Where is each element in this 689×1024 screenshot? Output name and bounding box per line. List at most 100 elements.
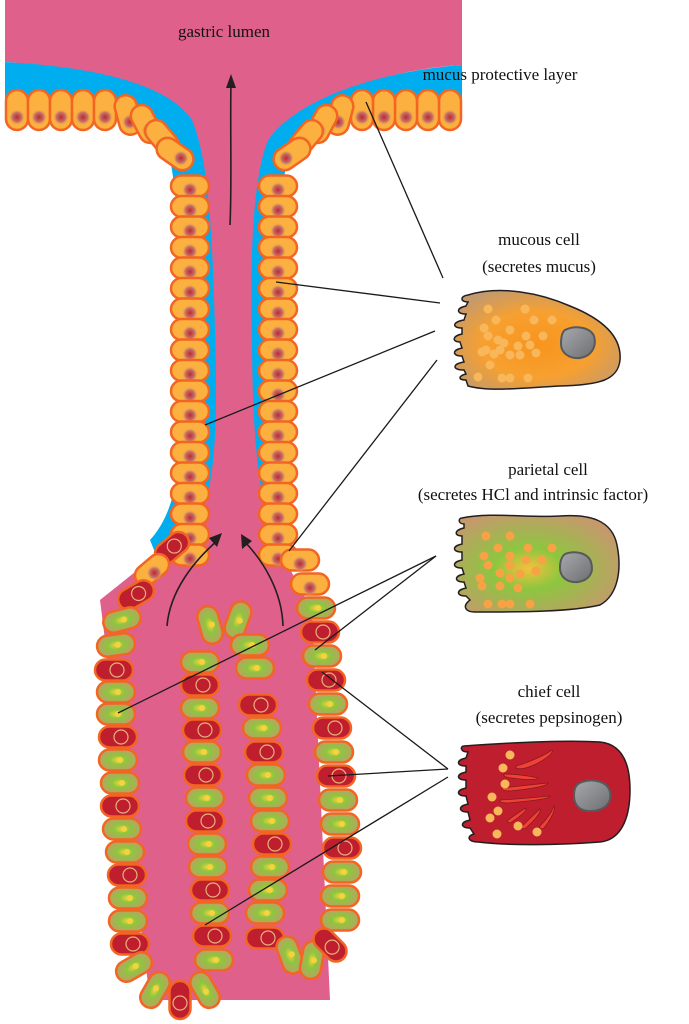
nucleus-dot — [270, 181, 286, 198]
chief-cell — [93, 658, 135, 682]
granule — [479, 323, 489, 333]
nucleus-dot — [9, 109, 25, 126]
nucleus-outline — [197, 722, 213, 738]
parietal-cell — [245, 763, 287, 787]
nucleus-outline — [125, 936, 141, 952]
granule — [493, 543, 503, 553]
nucleus-dot — [376, 109, 392, 126]
nucleus-dot — [121, 826, 127, 832]
mucous-cell — [393, 88, 419, 132]
granule — [525, 340, 535, 350]
mucous-cell — [415, 88, 441, 132]
nucleus-dot — [182, 325, 198, 342]
granule — [483, 331, 493, 341]
granule — [505, 599, 515, 609]
chief-cell — [181, 718, 223, 742]
nucleus-dot — [337, 797, 343, 803]
parietal-cell — [181, 740, 223, 764]
nucleus-outline — [122, 867, 138, 883]
nucleus-dot — [270, 304, 286, 321]
chief-cell — [299, 620, 341, 644]
nucleus-dot — [270, 222, 286, 239]
parietal-cell-callout: parietal cell (secretes HCl and intrinsi… — [418, 460, 648, 613]
chief-cell — [311, 716, 353, 740]
nucleus-dot — [31, 109, 47, 126]
granule — [473, 372, 483, 382]
parietal-cell — [275, 935, 305, 975]
arrowhead-icon — [209, 533, 222, 547]
nucleus-dot — [75, 109, 91, 126]
mucous-cell — [169, 276, 211, 301]
nucleus-dot — [302, 579, 318, 596]
nucleus-dot — [203, 988, 209, 995]
nucleus-dot — [265, 772, 271, 778]
nucleus-dot — [270, 407, 286, 424]
leader-mucus-layer — [365, 101, 444, 279]
nucleus-outline — [260, 930, 276, 946]
parietal-cell — [179, 650, 221, 674]
granule — [505, 350, 515, 360]
parietal-cell — [247, 878, 289, 902]
mucous-cell — [272, 136, 312, 172]
chief-cell — [179, 673, 221, 697]
parietal-cell — [97, 748, 139, 772]
chief-cell — [99, 794, 141, 818]
nucleus-dot — [209, 910, 215, 916]
nucleus-outline — [115, 798, 131, 814]
parietal-cell — [295, 596, 337, 620]
chief-cell — [189, 878, 231, 902]
granule — [523, 373, 533, 383]
nucleus-dot — [270, 489, 286, 506]
nucleus-dot — [315, 605, 321, 611]
chief-cell — [168, 979, 192, 1021]
nucleus-outline — [198, 767, 214, 783]
chief-cell-label: chief cell — [518, 682, 581, 701]
mucous-cell — [257, 338, 299, 362]
mucous-cell — [169, 420, 211, 444]
mucous-cell — [70, 88, 96, 132]
granule — [505, 560, 515, 570]
granule — [531, 348, 541, 358]
parietal-cell — [107, 886, 149, 910]
nucleus-dot — [267, 795, 273, 801]
nucleus-dot — [208, 621, 215, 628]
nucleus-dot — [119, 780, 125, 786]
nucleus-dot — [199, 705, 205, 711]
parietal-cell — [101, 817, 143, 841]
nucleus-dot — [127, 895, 133, 901]
mucous-cell — [257, 481, 299, 506]
nucleus-dot — [182, 427, 198, 444]
arrowhead-icon — [241, 534, 252, 549]
nucleus-dot — [182, 366, 198, 383]
parietal-cell — [189, 970, 221, 1010]
granule — [489, 349, 499, 359]
granule — [529, 315, 539, 325]
granule — [483, 560, 493, 570]
granule — [513, 583, 523, 593]
parietal-cell — [234, 656, 276, 680]
nucleus-dot — [182, 345, 198, 362]
nucleus-dot — [114, 641, 121, 648]
parietal-cell — [301, 644, 343, 668]
granule — [505, 573, 515, 583]
mucous-cell-illustration — [453, 289, 621, 390]
secretion-flow-arrows — [166, 74, 284, 627]
nucleus-dot — [182, 181, 198, 198]
mucous-cell — [48, 88, 74, 132]
nucleus-outline — [207, 928, 223, 944]
granule — [538, 331, 548, 341]
mucous-granules — [473, 304, 557, 383]
nucleus-dot — [270, 509, 286, 526]
chief-cell — [305, 668, 347, 692]
parietal-cell — [319, 908, 361, 932]
nucleus-dot — [172, 150, 189, 167]
granule — [475, 573, 485, 583]
granule — [505, 750, 515, 760]
granule — [521, 331, 531, 341]
nucleus-outline — [113, 729, 129, 745]
granule — [495, 568, 505, 578]
nucleus-dot — [132, 963, 139, 969]
granule — [505, 531, 515, 541]
nucleus-dot — [182, 386, 198, 403]
granule — [481, 531, 491, 541]
